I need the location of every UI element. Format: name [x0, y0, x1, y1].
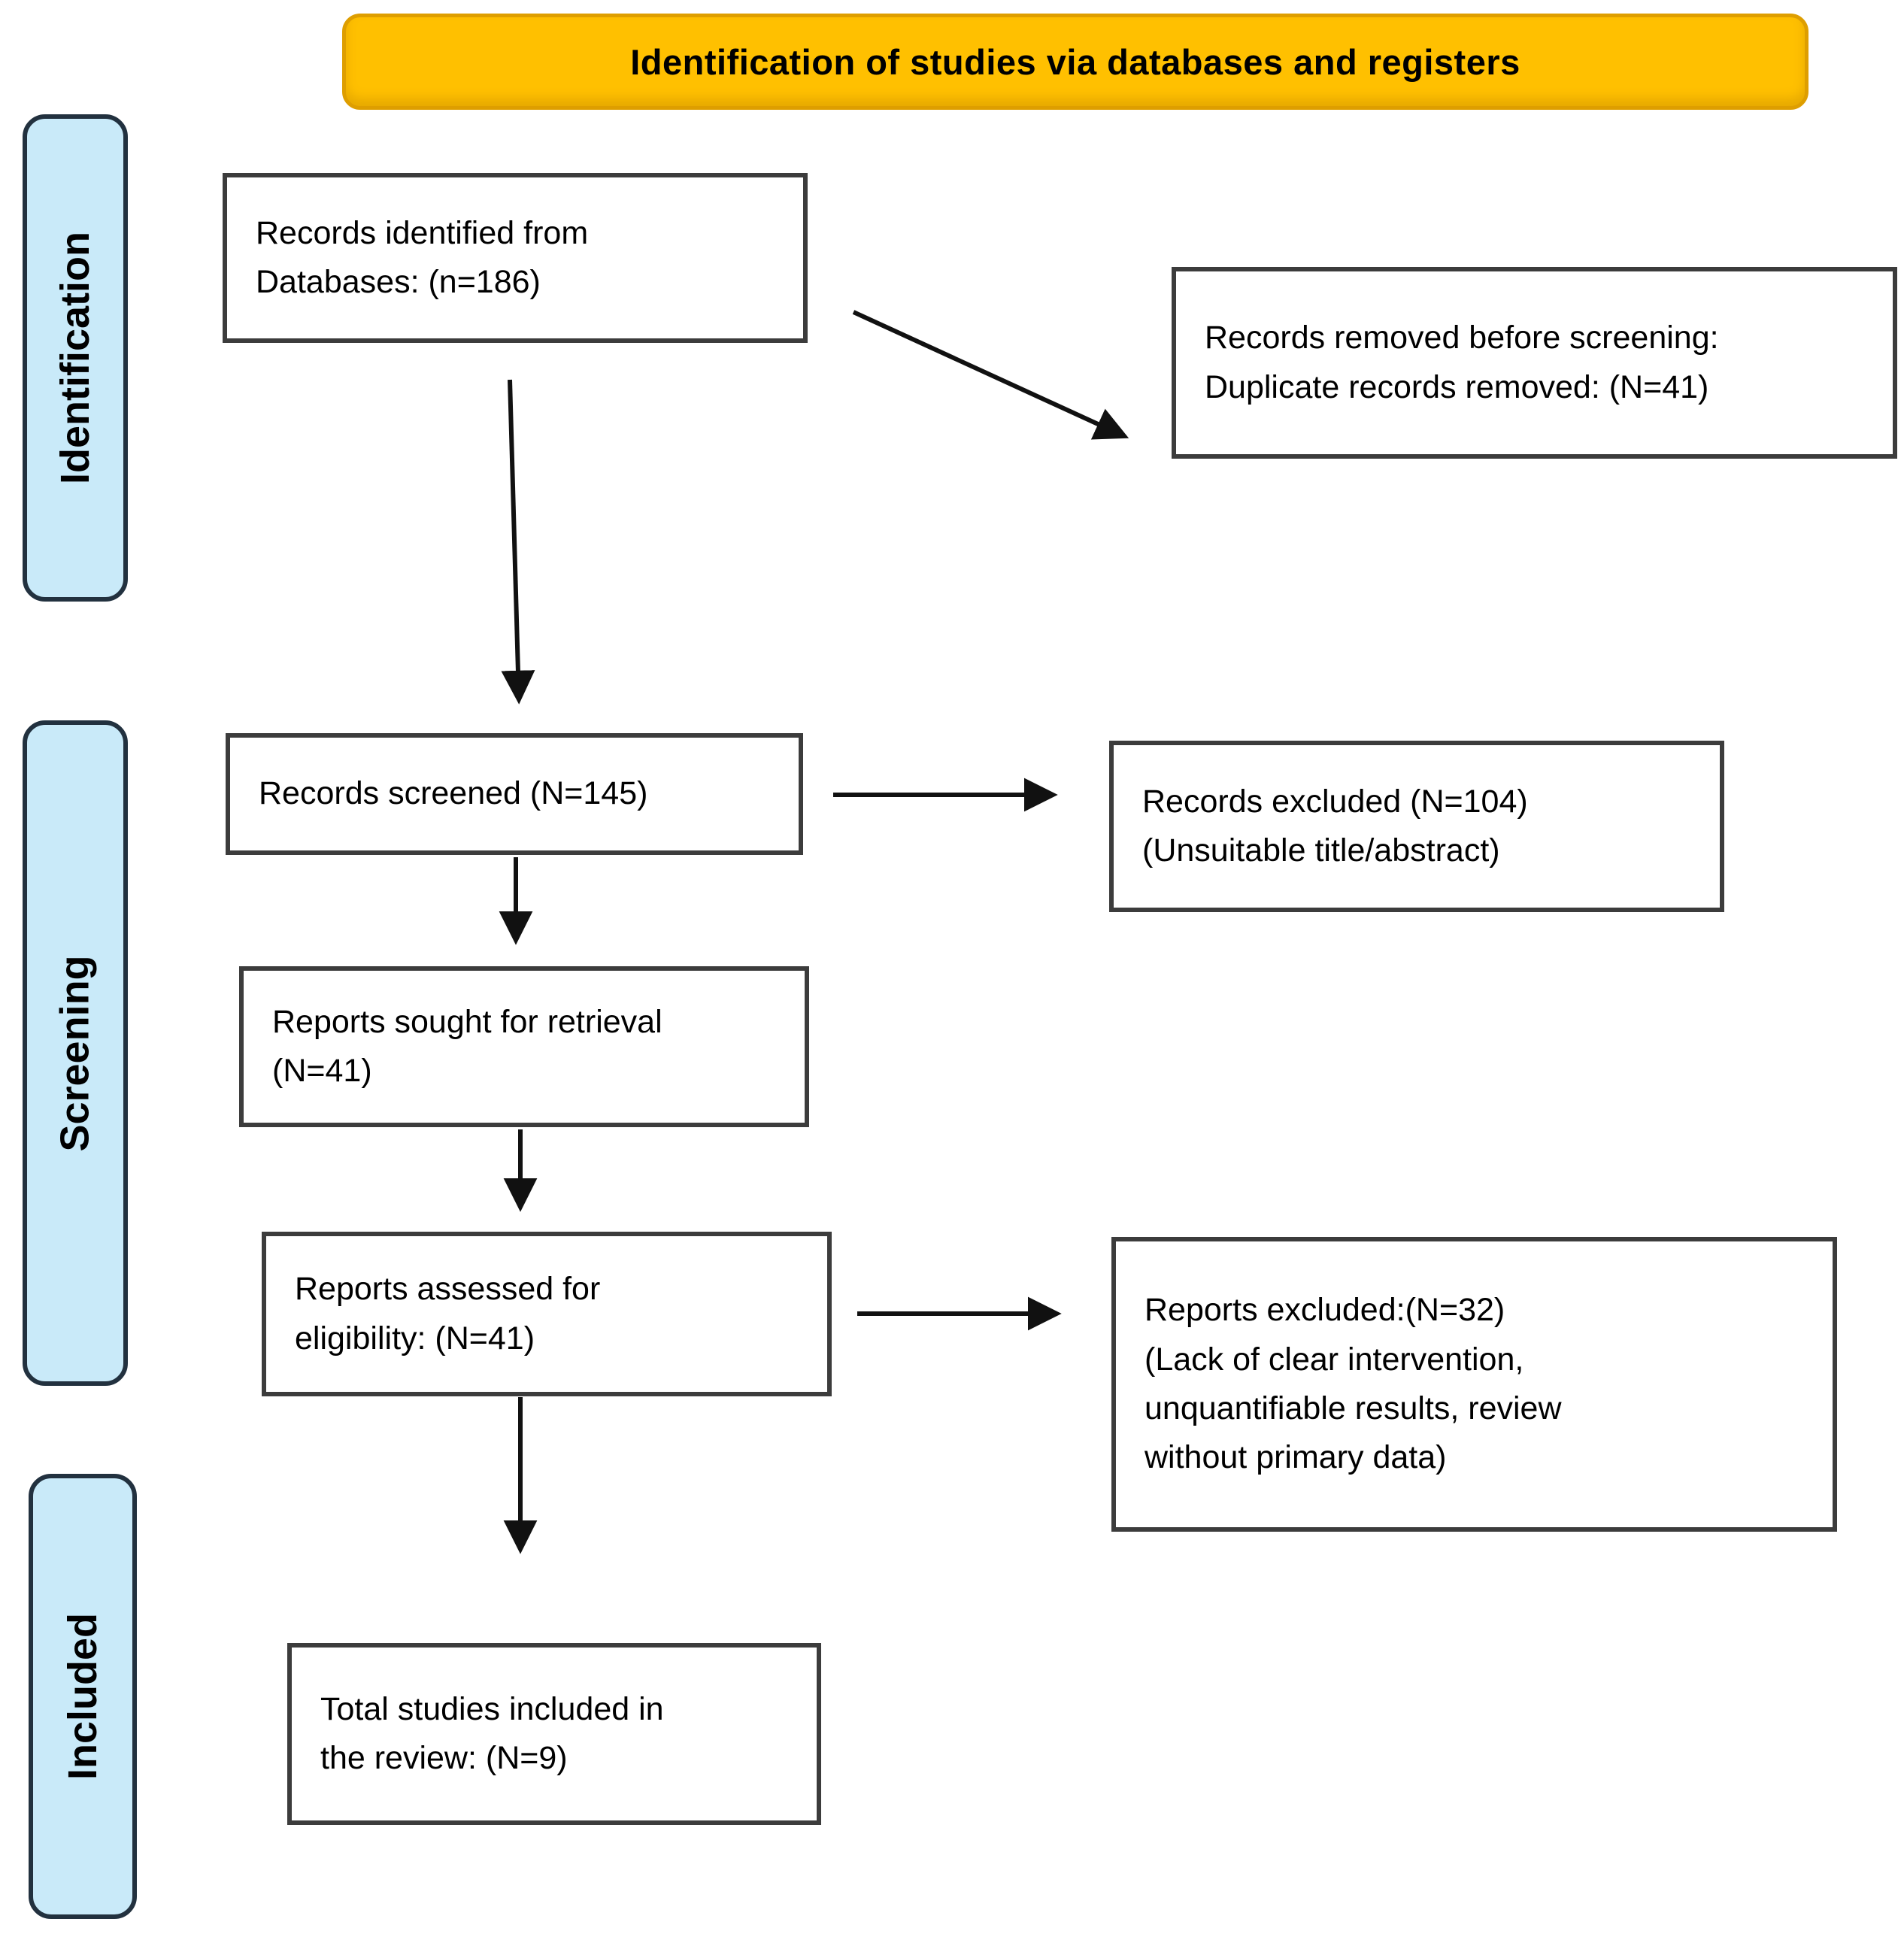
box-total-included: Total studies included in the review: (N…	[287, 1643, 821, 1825]
banner-title: Identification of studies via databases …	[630, 41, 1520, 82]
arrow-identified-to-screened	[501, 379, 535, 705]
box-records-identified: Records identified from Databases: (n=18…	[223, 173, 808, 343]
box-reports-sought-text: Reports sought for retrieval (N=41)	[272, 1003, 662, 1089]
stage-label-identification: Identification	[53, 232, 98, 484]
box-records-screened: Records screened (N=145)	[226, 733, 803, 855]
box-records-removed: Records removed before screening: Duplic…	[1172, 267, 1897, 459]
stage-label-included: Included	[60, 1612, 106, 1781]
box-reports-assessed-text: Reports assessed for eligibility: (N=41)	[295, 1271, 601, 1357]
box-records-screened-text: Records screened (N=145)	[259, 775, 648, 812]
box-records-removed-text: Records removed before screening: Duplic…	[1205, 320, 1719, 405]
box-reports-sought: Reports sought for retrieval (N=41)	[239, 966, 809, 1127]
stage-bar-screening: Screening	[23, 720, 128, 1386]
box-reports-excluded-text: Reports excluded:(N=32) (Lack of clear i…	[1145, 1292, 1562, 1476]
box-records-excluded-text: Records excluded (N=104) (Unsuitable tit…	[1142, 783, 1528, 868]
stage-label-screening: Screening	[53, 954, 98, 1152]
box-reports-assessed: Reports assessed for eligibility: (N=41)	[262, 1232, 832, 1396]
stage-bar-identification: Identification	[23, 114, 128, 602]
box-records-excluded: Records excluded (N=104) (Unsuitable tit…	[1109, 741, 1724, 912]
arrow-identified-to-removed	[852, 310, 1129, 440]
box-total-included-text: Total studies included in the review: (N…	[320, 1690, 664, 1776]
stage-bar-included: Included	[29, 1474, 137, 1919]
box-records-identified-text: Records identified from Databases: (n=18…	[256, 214, 589, 300]
box-reports-excluded: Reports excluded:(N=32) (Lack of clear i…	[1111, 1237, 1837, 1532]
banner-identification-via-databases: Identification of studies via databases …	[342, 14, 1808, 110]
